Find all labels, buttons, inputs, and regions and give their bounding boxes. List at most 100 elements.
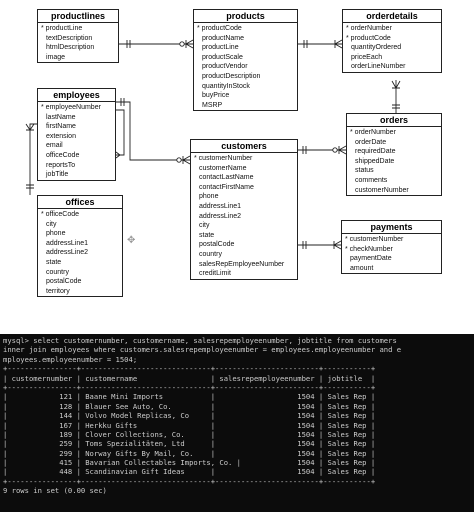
terminal-line: | 415 | Bavarian Collectables Imports, C… — [3, 458, 376, 468]
field: extension — [46, 132, 76, 140]
primary-key-field: customerNumber — [194, 154, 294, 164]
field: htmlDescription — [46, 44, 95, 52]
primary-key-field: productLine — [41, 24, 115, 34]
field: MSRP — [202, 101, 223, 109]
field: addressLine2 — [199, 212, 242, 220]
field: contactLastName — [199, 174, 254, 182]
field: firstName — [46, 123, 76, 131]
table-productlines[interactable]: productlinesproductLinetextDescription ht… — [37, 9, 119, 64]
field: quantityInStock — [202, 82, 250, 90]
field: addressLine1 — [46, 239, 89, 247]
table-employees[interactable]: employeesemployeeNumberlastName firstName… — [37, 88, 116, 181]
primary-key-field: productCode — [197, 24, 294, 34]
terminal-line: | 448 | Scandinavian Gift Ideas | 1504 |… — [3, 467, 376, 477]
er-diagram: productlinesproductLinetextDescriptionht… — [0, 0, 474, 310]
field: salesRepEmployeeNumber — [199, 260, 285, 268]
rel-offices-employees — [29, 123, 37, 195]
primary-key-field: officeCode — [41, 210, 119, 220]
field: image — [46, 53, 66, 61]
field: lastName — [46, 113, 76, 121]
field: requiredDate — [355, 148, 396, 156]
terminal-line: | customernumber | customername | salesr… — [3, 373, 376, 383]
field: contactFirstName — [199, 183, 254, 191]
field: jobTitle — [46, 171, 69, 179]
terminal-line: | 189 | Clover Collections, Co. | 1504 |… — [3, 429, 376, 439]
field: quantityOrdered — [351, 44, 402, 52]
primary-key-field: orderNumber — [350, 128, 438, 138]
terminal-line: +----------------+----------------------… — [3, 364, 376, 374]
field: creditLimit — [199, 270, 231, 278]
rel-employees-self — [116, 109, 125, 156]
terminal-line: mysql> select customernumber, customerna… — [3, 336, 397, 345]
table-title: customers — [191, 140, 297, 153]
field: customerNumber — [355, 186, 409, 194]
rel-employees-customers — [116, 101, 190, 161]
field: paymentDate — [350, 255, 392, 263]
terminal-line: +----------------+----------------------… — [3, 476, 376, 486]
field: productScale — [202, 53, 243, 61]
field: email — [46, 142, 63, 150]
field: comments — [355, 176, 388, 184]
field: state — [46, 258, 62, 266]
table-orderdetails[interactable]: orderdetailsorderNumberproductCodequanti… — [342, 9, 442, 73]
field: textDescription — [46, 34, 93, 42]
field: status — [355, 167, 374, 175]
field-list: customerNumbercheckNumberpaymentDateamou… — [342, 234, 441, 273]
primary-key-field: checkNumber — [345, 245, 438, 255]
terminal-line: +----------------+----------------------… — [3, 382, 376, 392]
terminal-line: | 259 | Toms Spezialitäten, Ltd | 1504 |… — [3, 439, 376, 449]
field: postalCode — [46, 278, 82, 286]
primary-key-field: employeeNumber — [41, 103, 112, 113]
field: postalCode — [199, 241, 235, 249]
field: addressLine2 — [46, 249, 89, 257]
field: priceEach — [351, 53, 383, 61]
field-list: orderNumberorderDaterequiredDateshippedD… — [347, 127, 441, 195]
field: country — [46, 268, 69, 276]
field: city — [46, 220, 57, 228]
field: productVendor — [202, 63, 248, 71]
primary-key-field: orderNumber — [346, 24, 438, 34]
terminal-line: | 121 | Baane Mini Imports | 1504 | Sale… — [3, 392, 376, 402]
table-title: offices — [38, 196, 122, 209]
terminal-line: mployees.employeenumber = 1504; — [3, 354, 138, 364]
table-title: productlines — [38, 10, 118, 23]
field: amount — [350, 264, 374, 272]
terminal-line: 9 rows in set (0.00 sec) — [3, 486, 107, 496]
field: country — [199, 250, 222, 258]
move-cursor-icon: ✥ — [127, 235, 136, 246]
field: reportsTo — [46, 161, 76, 169]
field: addressLine1 — [199, 202, 242, 210]
field: city — [199, 222, 210, 230]
field: productLine — [202, 44, 239, 52]
field: phone — [46, 230, 66, 238]
field: productName — [202, 34, 245, 42]
table-orders[interactable]: ordersorderNumberorderDaterequiredDatesh… — [346, 113, 442, 197]
field: phone — [199, 193, 219, 201]
table-title: orders — [347, 114, 441, 127]
table-title: orderdetails — [343, 10, 441, 23]
relationship-lines — [25, 39, 401, 250]
field: buyPrice — [202, 92, 230, 100]
table-payments[interactable]: paymentscustomerNumbercheckNumberpayment… — [341, 220, 442, 275]
field: productDescription — [202, 72, 261, 80]
terminal-line: | 128 | Blauer See Auto, Co. | 1504 | Sa… — [3, 401, 376, 411]
terminal-line: | 299 | Norway Gifts By Mail, Co. | 1504… — [3, 448, 376, 458]
table-products[interactable]: productsproductCodeproductName productLin… — [193, 9, 298, 112]
table-title: employees — [38, 89, 115, 102]
table-customers[interactable]: customerscustomerNumbercustomerName conta… — [190, 139, 298, 280]
field-list: productCodeproductNameproductLineproduct… — [194, 23, 297, 110]
field: customerName — [199, 164, 247, 172]
field-list: orderNumberproductCodequantityOrderedpri… — [343, 23, 441, 72]
primary-key-field: productCode — [346, 34, 438, 44]
terminal-line: inner join employees where customers.sal… — [3, 345, 402, 355]
terminal-line: | 144 | Volvo Model Replicas, Co | 1504 … — [3, 411, 376, 421]
table-title: products — [194, 10, 297, 23]
mysql-terminal[interactable]: mysql> select customernumber, customerna… — [0, 334, 474, 512]
field: state — [199, 231, 215, 239]
field: orderDate — [355, 138, 387, 146]
field: orderLineNumber — [351, 63, 406, 71]
